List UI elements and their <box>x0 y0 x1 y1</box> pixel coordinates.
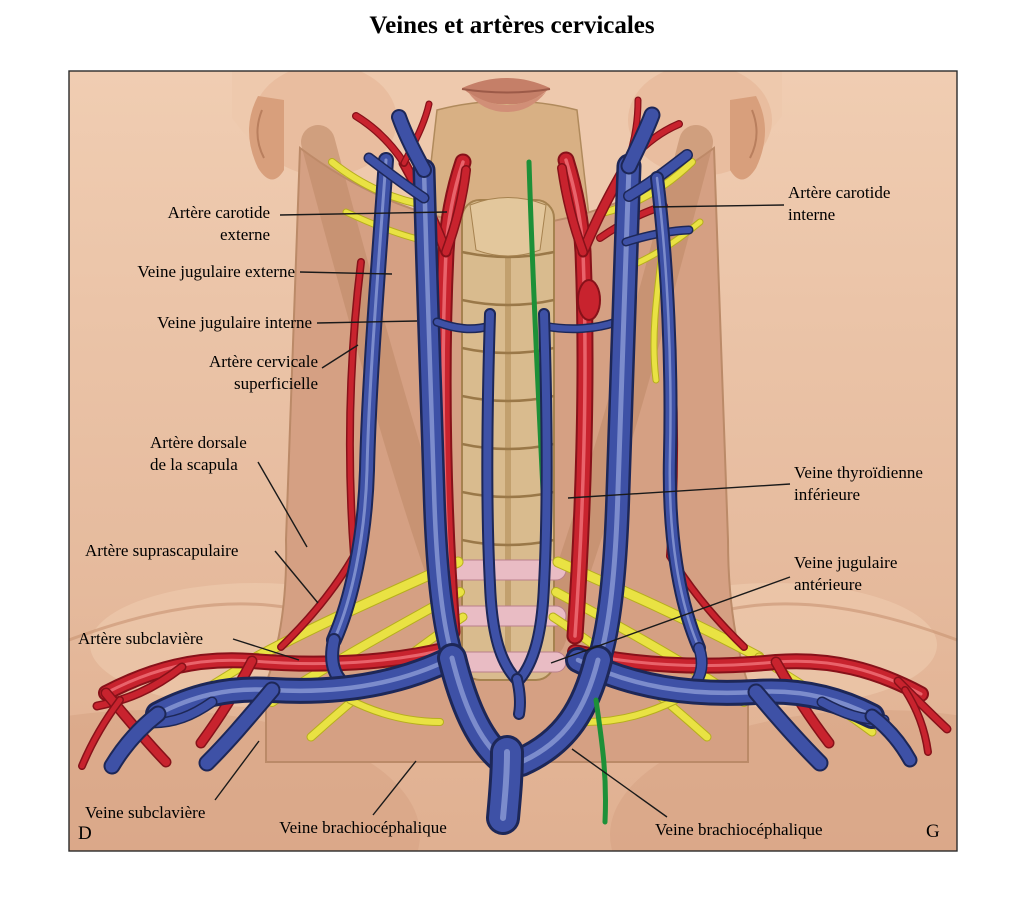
label-veine-thyroidienne-inferieure: Veine thyroïdienne inférieure <box>794 463 923 505</box>
label-artere-carotide-interne: Artère carotide interne <box>788 183 891 225</box>
left-anterior-jugular-vein <box>483 310 520 683</box>
side-marker-g: G <box>926 821 940 842</box>
larynx <box>469 197 547 257</box>
arteries-group <box>78 96 952 770</box>
left-dorsal-scapular-artery <box>278 553 357 650</box>
label-veine-brachiocephalique-droite: Veine brachiocéphalique <box>279 818 447 837</box>
right-ear <box>730 96 765 180</box>
label-veine-subclaviere: Veine subclavière <box>85 803 206 822</box>
left-superficial-cervical-artery <box>347 259 364 559</box>
label-artere-carotide-externe: Artère carotide externe <box>167 203 270 245</box>
right-anterior-jugular-vein <box>516 310 551 683</box>
lips <box>461 78 551 112</box>
thoracic-duct <box>593 697 609 825</box>
left-ear <box>249 96 284 180</box>
side-marker-d: D <box>78 823 92 844</box>
label-artere-cervicale-superficielle: Artère cervicale superficielle <box>209 352 318 394</box>
label-artere-dorsale-scapula: Artère dorsale de la scapula <box>150 433 247 475</box>
intervertebral-disc <box>449 605 567 627</box>
label-artere-suprascapulaire: Artère suprascapulaire <box>85 541 239 560</box>
label-veine-jugulaire-externe: Veine jugulaire externe <box>137 262 295 281</box>
figure-border <box>68 70 958 852</box>
label-veine-jugulaire-anterieure: Veine jugulaire antérieure <box>794 553 898 595</box>
label-veine-jugulaire-interne: Veine jugulaire interne <box>157 313 312 332</box>
veins-group <box>103 106 918 835</box>
label-veine-brachiocephalique-gauche: Veine brachiocéphalique <box>655 820 823 839</box>
leader-lines <box>214 204 791 818</box>
label-artere-subclaviere: Artère subclavière <box>78 629 204 648</box>
figure-title: Veines et artères cervicales <box>369 12 655 39</box>
